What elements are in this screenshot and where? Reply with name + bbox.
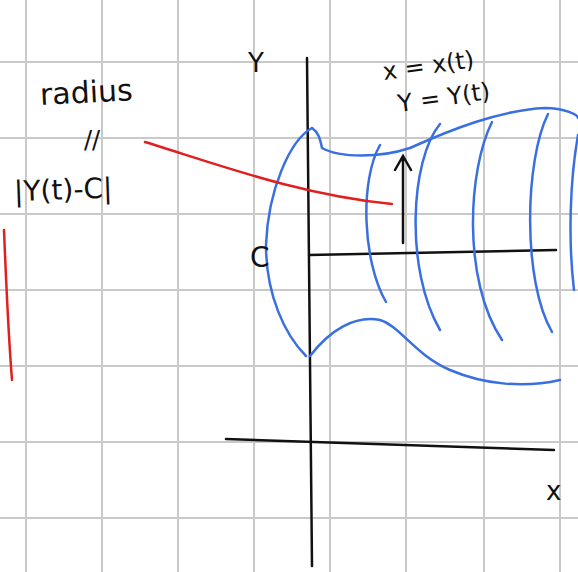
revolved-surface bbox=[266, 108, 578, 384]
axis-label: Y bbox=[248, 50, 264, 76]
axis-label: x bbox=[546, 478, 561, 504]
annotation: radius bbox=[39, 75, 133, 110]
axes bbox=[226, 58, 556, 566]
parametric-equation: x = x(t) bbox=[381, 47, 475, 84]
equals-mark: // bbox=[84, 128, 100, 152]
axis-value: C bbox=[250, 244, 270, 272]
leader-line bbox=[4, 142, 392, 380]
parametric-equation: Y = Y(t) bbox=[396, 79, 491, 116]
radius-formula: |Y(t)-C| bbox=[14, 175, 113, 206]
